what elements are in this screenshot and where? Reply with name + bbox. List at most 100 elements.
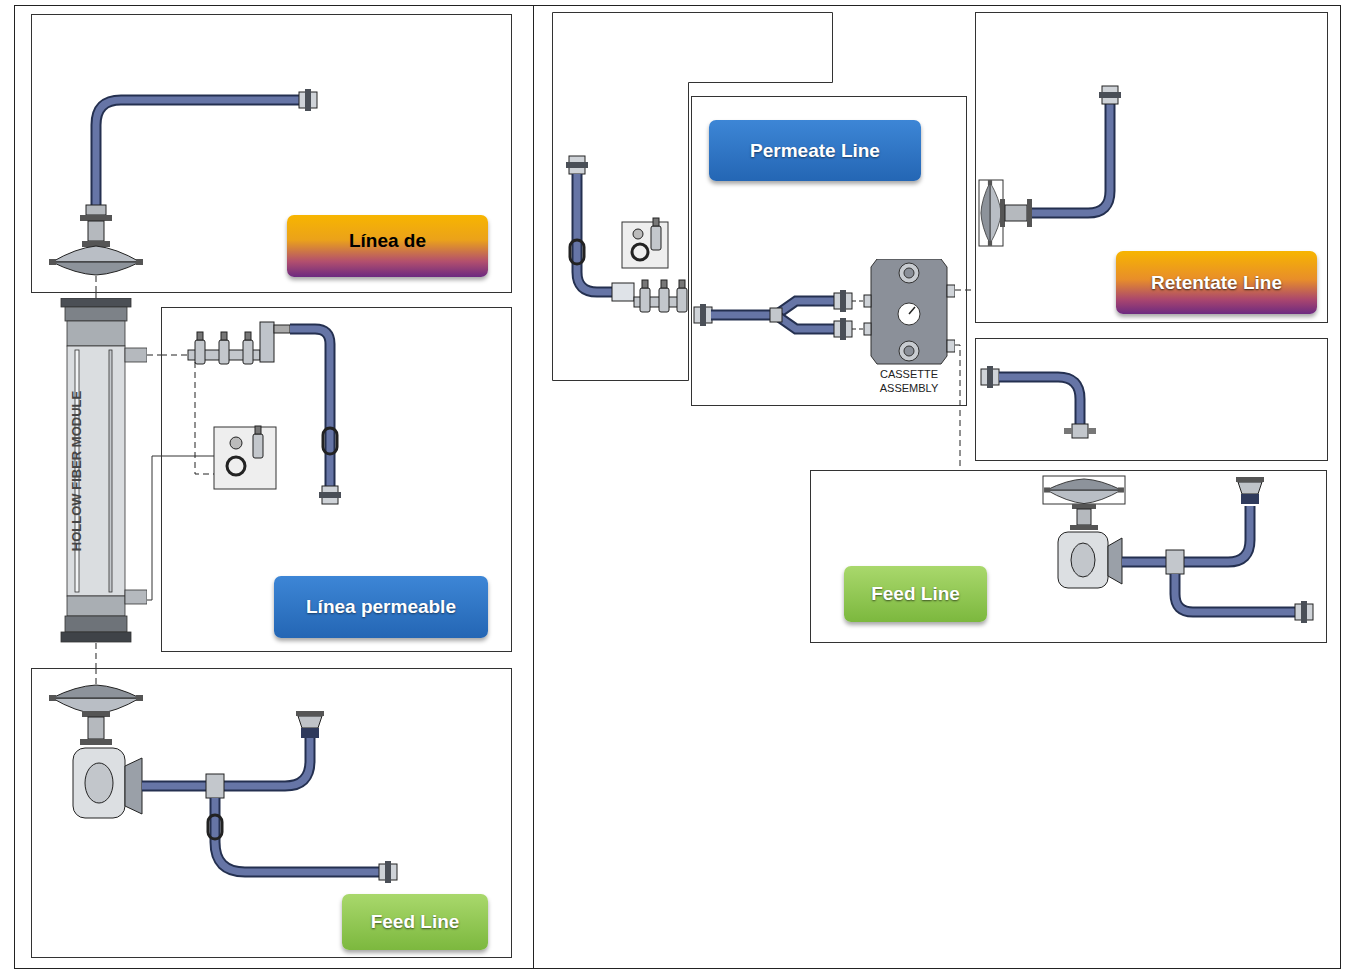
cassette-fitting <box>904 268 914 278</box>
feed-piping <box>379 861 397 883</box>
retentate-piping <box>1032 104 1110 213</box>
cassette-fitting <box>904 346 914 356</box>
feed-piping <box>1122 506 1250 562</box>
permeate-piping <box>694 304 712 326</box>
dashed-connector <box>95 293 96 298</box>
retentate-piping <box>1005 205 1027 221</box>
cassette-fitting <box>899 263 919 283</box>
feed-piping <box>296 711 324 738</box>
module-label: HOLLOW FIBER MODULE <box>70 390 84 550</box>
permeate-piping <box>776 301 836 315</box>
hollow-fiber-module: HOLLOW FIBER MODULE <box>57 298 147 643</box>
feed-piping <box>215 798 380 872</box>
permeate-piping <box>852 329 863 330</box>
table-frame <box>533 6 534 969</box>
feed-piping <box>1072 504 1096 509</box>
cassette-fitting <box>899 341 919 361</box>
permeate-piping <box>612 283 634 301</box>
permeate-piping <box>195 362 214 474</box>
feed-piping <box>49 668 397 883</box>
feed-piping <box>142 738 310 786</box>
line-badge: Línea de <box>287 215 488 277</box>
retentate-piping <box>1032 104 1110 213</box>
feed-piping <box>49 685 143 714</box>
permeate-piping <box>834 290 852 312</box>
table-frame <box>15 6 1341 969</box>
permeate-piping <box>290 329 330 486</box>
permeate-piping <box>776 301 836 315</box>
gauge-needle <box>909 307 915 314</box>
module-part <box>61 632 131 642</box>
feed-piping <box>73 748 125 818</box>
permeate-piping <box>570 240 584 264</box>
cassette-port <box>864 295 871 307</box>
feed-piping <box>96 668 97 686</box>
module-part <box>67 596 125 616</box>
permeate-piping <box>711 310 776 321</box>
line-panel: Permeate LineCASSETTE ASSEMBLY <box>691 96 967 406</box>
retentate-piping <box>88 221 104 241</box>
cassette-fitting <box>898 303 920 325</box>
permeate-piping <box>274 325 290 333</box>
module-part <box>67 346 125 596</box>
retentate-piping <box>1027 199 1032 227</box>
line-badge: Retentate Line <box>1116 251 1317 314</box>
feed-piping <box>1070 525 1098 530</box>
feed-piping <box>999 377 1080 424</box>
retentate-piping <box>96 100 300 205</box>
module-part <box>125 590 147 604</box>
permeate-piping <box>776 315 836 329</box>
permeate-piping <box>776 315 836 329</box>
permeate-piping <box>566 156 863 340</box>
permeate-piping <box>659 280 669 312</box>
permeate-piping <box>632 244 648 260</box>
permeate-piping <box>834 318 852 340</box>
retentate-piping <box>981 180 1001 246</box>
permeate-piping <box>711 312 776 319</box>
feed-piping <box>1072 424 1088 438</box>
feed-piping <box>125 758 142 814</box>
cassette-port <box>864 323 871 335</box>
line-badge: Línea permeable <box>274 576 488 638</box>
table-frame <box>976 339 1328 461</box>
cassette-body <box>871 259 947 364</box>
retentate-piping <box>1099 86 1121 104</box>
dashed-connector <box>95 643 96 668</box>
permeate-piping <box>230 437 242 449</box>
feed-piping <box>215 798 380 872</box>
retentate-piping <box>80 215 112 221</box>
retentate-piping <box>299 89 317 111</box>
permeate-piping <box>227 457 245 475</box>
permeate-piping <box>214 427 276 489</box>
feed-piping <box>1071 543 1095 577</box>
feed-piping <box>1088 428 1096 434</box>
cassette-label: CASSETTE ASSEMBLY <box>863 367 955 395</box>
retentate-piping <box>49 89 317 293</box>
dashed-connector <box>955 345 960 470</box>
feed-piping <box>1058 532 1108 588</box>
permeate-piping <box>319 486 341 504</box>
permeate-piping <box>770 308 782 322</box>
feed-piping <box>82 711 110 717</box>
table-frame <box>15 6 1341 969</box>
cassette-port <box>947 285 955 297</box>
permeate-piping <box>253 426 263 458</box>
line-panel: Feed Line <box>31 668 512 958</box>
feed-piping <box>1044 479 1124 504</box>
line-badge: Permeate Line <box>709 120 921 181</box>
permeate-piping <box>195 332 205 364</box>
feed-piping <box>1064 428 1072 434</box>
permeate-piping <box>260 322 274 362</box>
feed-piping <box>1295 601 1313 623</box>
feed-piping <box>85 763 113 803</box>
line-panel: Línea de <box>31 14 512 293</box>
module-part <box>125 348 147 362</box>
permeate-piping <box>852 301 863 302</box>
retentate-piping <box>96 276 97 293</box>
dashed-connector <box>955 290 975 291</box>
cassette-assembly: CASSETTE ASSEMBLY <box>863 259 955 401</box>
